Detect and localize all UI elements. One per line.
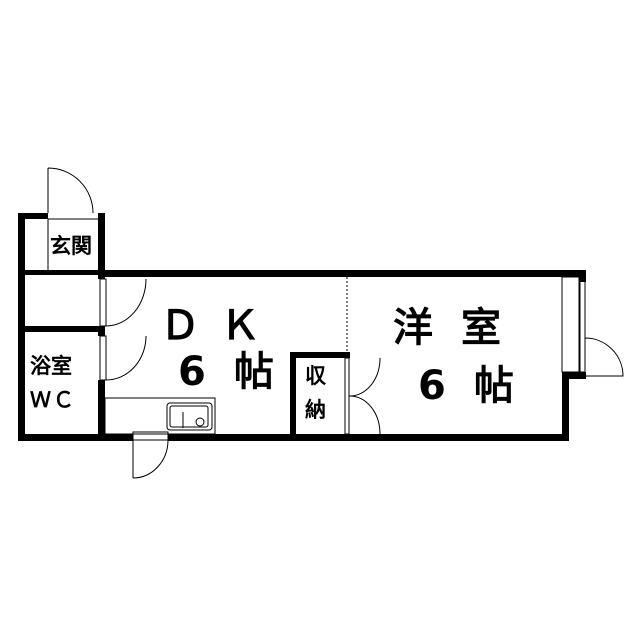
label-wc: ＷＣ: [30, 388, 76, 412]
wall-bottom-left: [18, 434, 133, 441]
sink: [166, 402, 213, 431]
wall-entry-right: [98, 213, 105, 279]
closet-wall-top: [290, 352, 350, 358]
label-western: 洋室: [393, 305, 529, 351]
closet-wall-left: [290, 352, 296, 436]
stove-burner: [195, 417, 205, 427]
closet-door-arc-1: [348, 357, 381, 397]
thin-lines: [47, 167, 624, 479]
window: [561, 276, 581, 373]
label-dk: ＤＫ: [160, 303, 280, 349]
door-arc-1: [105, 278, 147, 327]
wall-right-upper: [580, 270, 586, 282]
closet-door-frame: [344, 357, 350, 435]
label-closet-bottom: 納: [305, 398, 326, 422]
entry-door-arc: [47, 167, 94, 214]
wall-inner-2: [98, 380, 105, 440]
kitchen-counter: [104, 397, 216, 435]
wall-right-stub: [566, 372, 586, 379]
back-door-frame: [132, 431, 169, 441]
door-frame-1: [99, 278, 107, 327]
wall-top: [98, 270, 586, 277]
label-bath: 浴室: [30, 354, 72, 378]
wall-bottom-right: [168, 434, 566, 441]
wall-entry-bottom: [18, 270, 104, 275]
door-frame-2: [99, 335, 107, 381]
wall-inner-1: [98, 326, 105, 336]
balcony-door-arc: [584, 337, 624, 377]
label-entrance: 玄関: [50, 234, 92, 258]
wall-right-lower: [562, 372, 569, 441]
label-closet-top: 収: [305, 364, 326, 388]
door-arc-2: [105, 335, 147, 381]
wall-entry-top-left: [18, 213, 48, 219]
label-western-size: 6帖: [418, 363, 542, 409]
walls: [18, 213, 586, 441]
label-dk-size: 6帖: [178, 349, 302, 395]
back-door-arc: [132, 439, 169, 479]
wall-bath-top: [18, 326, 104, 332]
closet-door-arc-2: [348, 395, 381, 435]
